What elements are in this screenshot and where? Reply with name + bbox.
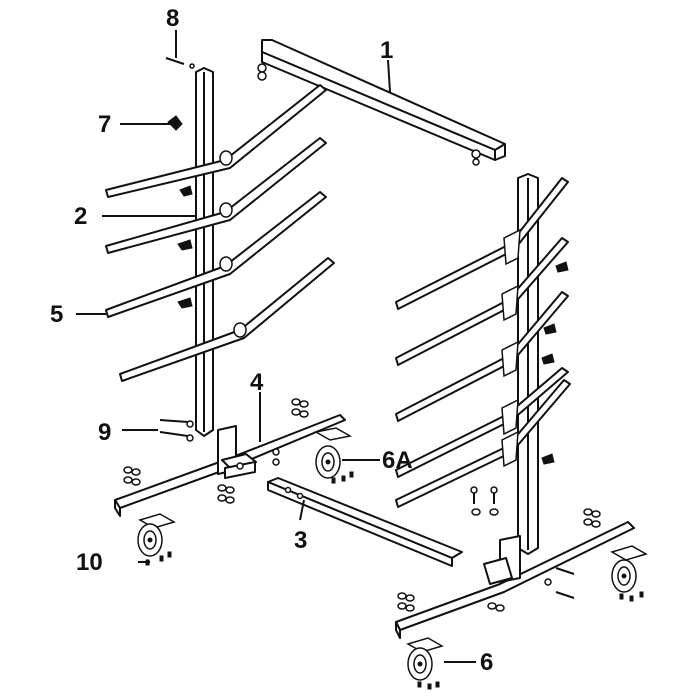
caster-left-rear: [313, 427, 354, 484]
left-upright-post: [195, 67, 214, 437]
caster-left-front: [137, 513, 176, 566]
right-arm-1: [395, 177, 569, 310]
callout-7: 7: [98, 111, 111, 138]
callout-6: 6: [480, 649, 493, 676]
callout-6a: 6A: [382, 447, 413, 474]
right-arm-4: [395, 367, 569, 478]
bottom-crossbar: [267, 477, 463, 567]
caster-right-front: [406, 637, 444, 690]
callout-1: 1: [380, 37, 393, 64]
washers-cluster: [123, 398, 309, 504]
left-base-foot: [114, 414, 346, 517]
right-hardware: [397, 486, 601, 612]
top-crossbar: [257, 39, 506, 166]
callout-3: 3: [294, 527, 307, 554]
callout-10: 10: [76, 549, 103, 576]
callout-9: 9: [98, 419, 111, 446]
right-arm-5: [395, 379, 571, 508]
bolts-9: [159, 419, 194, 442]
pin-8: [165, 57, 195, 69]
caster-right-rear: [610, 545, 648, 602]
right-arms: [395, 177, 571, 508]
callout-8: 8: [166, 5, 179, 32]
callouts: 1 2 3 4 5 6 6A 7 8 9 10: [50, 5, 493, 676]
callout-4: 4: [250, 369, 264, 396]
left-arm-3: [105, 191, 327, 318]
left-arm-2: [105, 137, 327, 254]
callout-5: 5: [50, 301, 63, 328]
left-arms: [105, 84, 335, 382]
callout-2: 2: [74, 203, 87, 230]
left-arm-1: [105, 84, 327, 198]
leader-lines: [76, 30, 476, 663]
knob-7: [167, 115, 183, 131]
right-arm-2: [395, 237, 569, 366]
right-base-foot: [395, 521, 635, 639]
left-arm-4: [119, 257, 335, 382]
right-arm-3: [395, 291, 569, 422]
